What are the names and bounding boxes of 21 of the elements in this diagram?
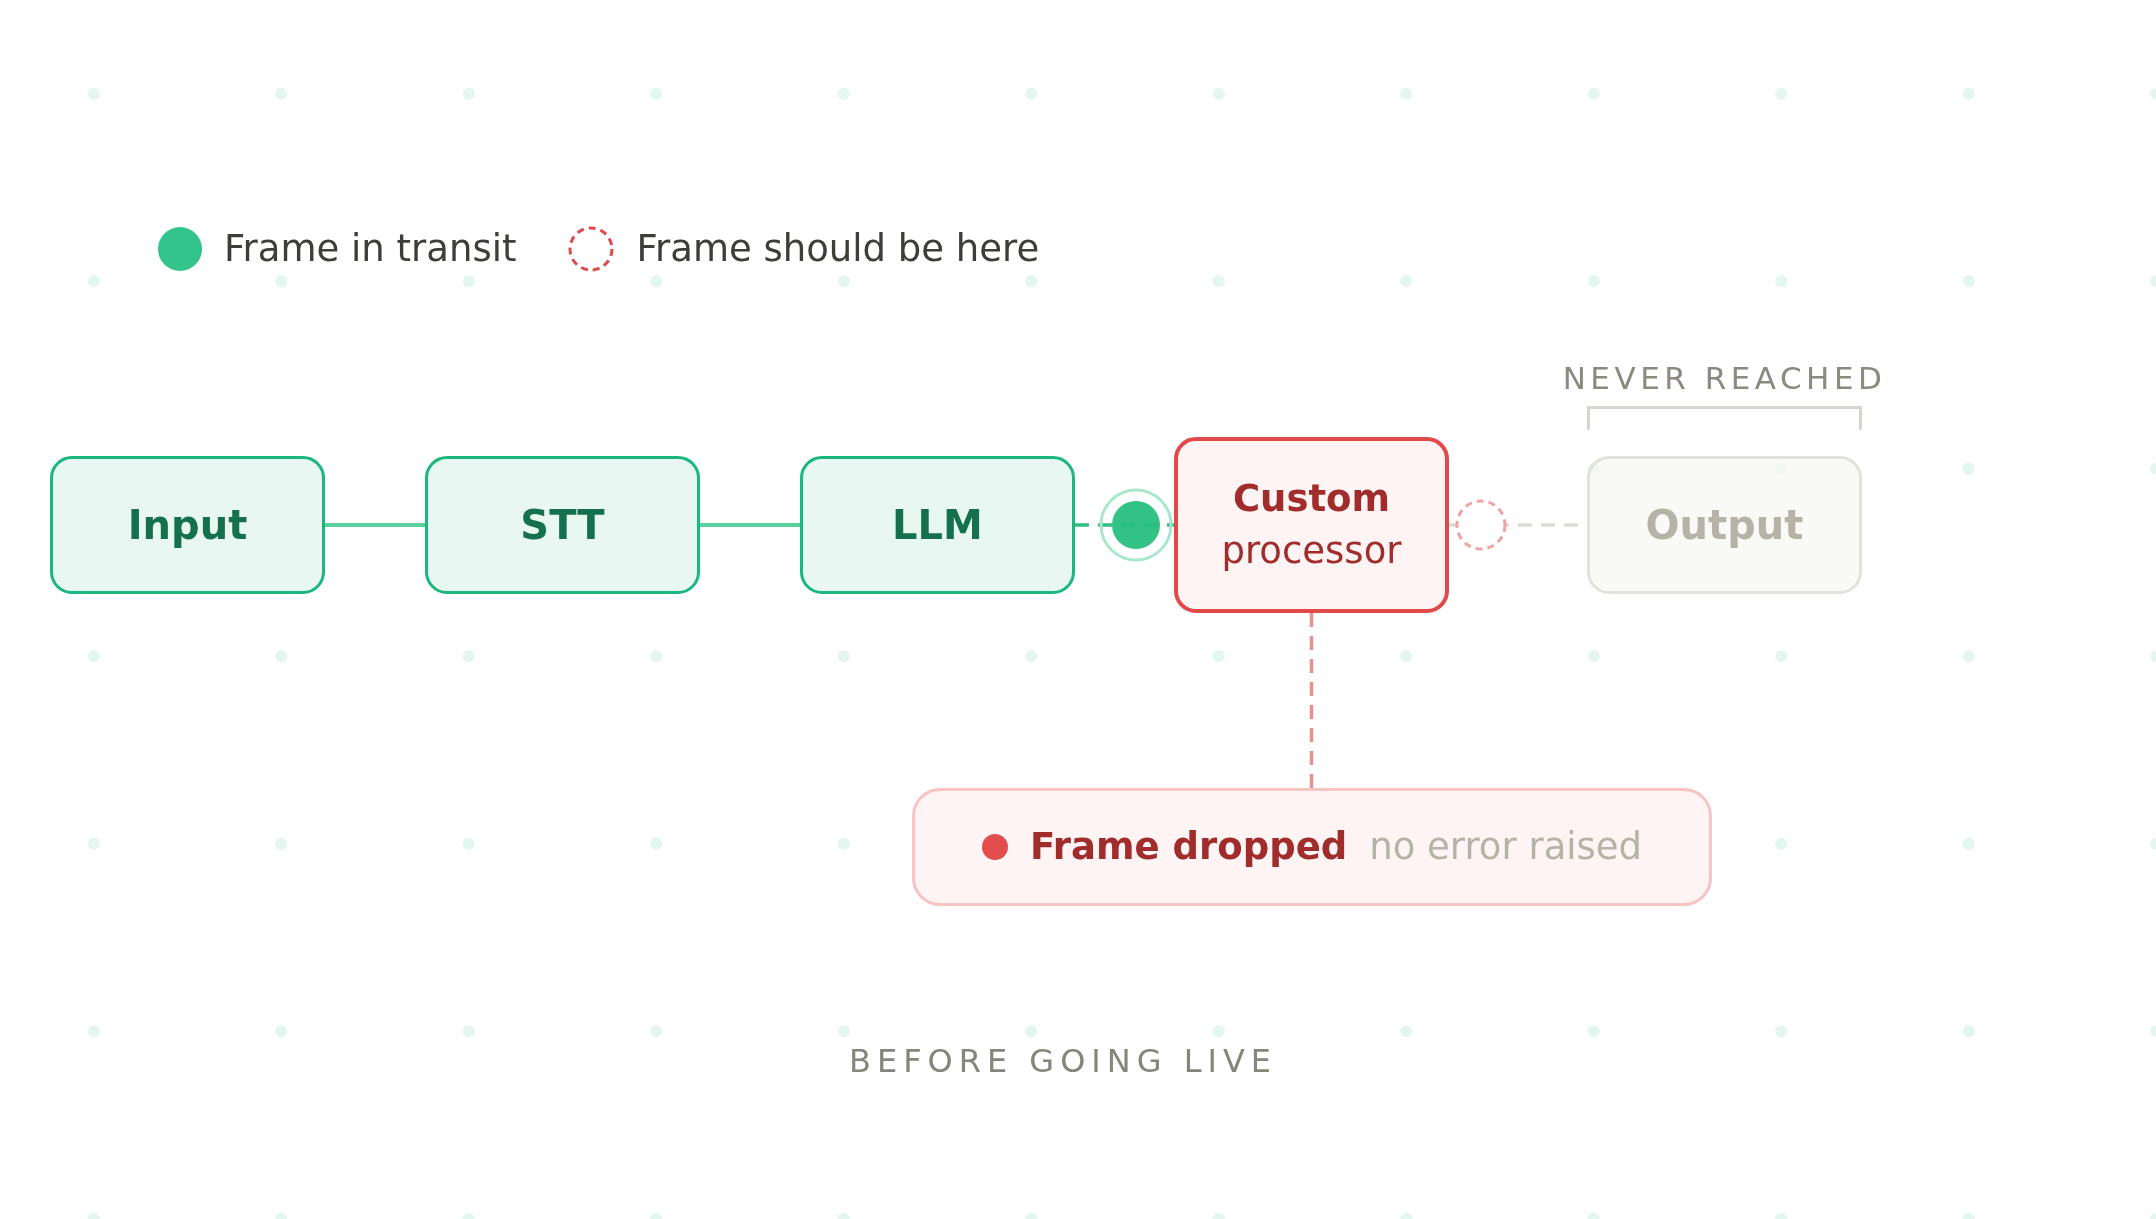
connector-line xyxy=(325,523,425,527)
node-label: STT xyxy=(520,501,605,549)
alert-callout xyxy=(912,788,1712,906)
connector-line xyxy=(700,523,800,527)
process-box xyxy=(1174,437,1449,613)
node-label: Custom xyxy=(1232,476,1391,521)
connector-line xyxy=(1309,613,1314,788)
process-box xyxy=(800,456,1075,594)
process-box xyxy=(50,456,325,594)
process-box xyxy=(1587,456,1862,594)
node-label: Output xyxy=(1645,501,1804,549)
process-box xyxy=(425,456,700,594)
node-sublabel: processor xyxy=(1221,529,1402,574)
node-label: Input xyxy=(127,501,248,549)
annotation-label: NEVER REACHED xyxy=(1562,360,1887,398)
legend-label: Frame should be here xyxy=(636,226,1040,272)
alert-title: Frame dropped xyxy=(1029,824,1348,870)
node-label: LLM xyxy=(892,501,983,549)
legend-label: Frame in transit xyxy=(224,226,517,272)
alert-note: no error raised xyxy=(1369,824,1643,870)
caption: BEFORE GOING LIVE xyxy=(848,1042,1278,1081)
